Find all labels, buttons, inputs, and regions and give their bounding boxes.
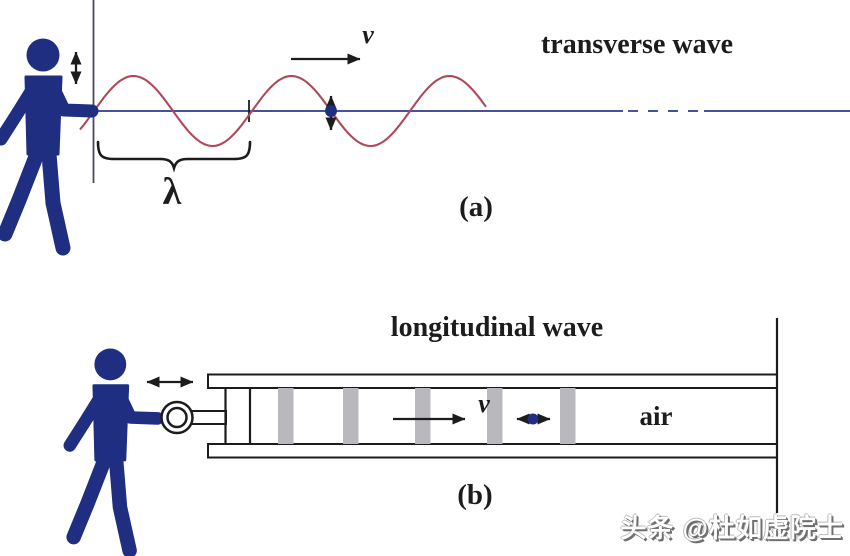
compression-bar xyxy=(415,388,431,444)
wavelength-brace xyxy=(96,140,252,173)
panel-a-title: transverse wave xyxy=(541,29,733,60)
watermark: 头条 @杜如虚院士 xyxy=(620,513,844,543)
velocity-label-a: v xyxy=(362,20,374,49)
wavelength-label: λ xyxy=(163,171,182,213)
velocity-label-b: v xyxy=(478,389,490,418)
panel-a-caption: (a) xyxy=(459,191,493,223)
panel-b-caption: (b) xyxy=(457,479,492,511)
tube-bottom-wall xyxy=(207,443,778,459)
piston-rod xyxy=(190,410,227,425)
compression-bar xyxy=(278,388,294,444)
piston-handle-ring-inner-icon xyxy=(166,406,188,429)
person-a xyxy=(1,39,92,249)
person-b xyxy=(70,348,158,550)
particle-dot-b xyxy=(527,413,539,425)
panel-b-title: longitudinal wave xyxy=(391,312,603,343)
compression-bar xyxy=(343,388,359,444)
tube-top-wall xyxy=(207,373,778,389)
particle-dot-a xyxy=(325,105,337,117)
compression-bar xyxy=(560,388,576,444)
air-label: air xyxy=(640,401,673,431)
sine-wave xyxy=(79,74,487,148)
compression-bar xyxy=(487,388,503,444)
